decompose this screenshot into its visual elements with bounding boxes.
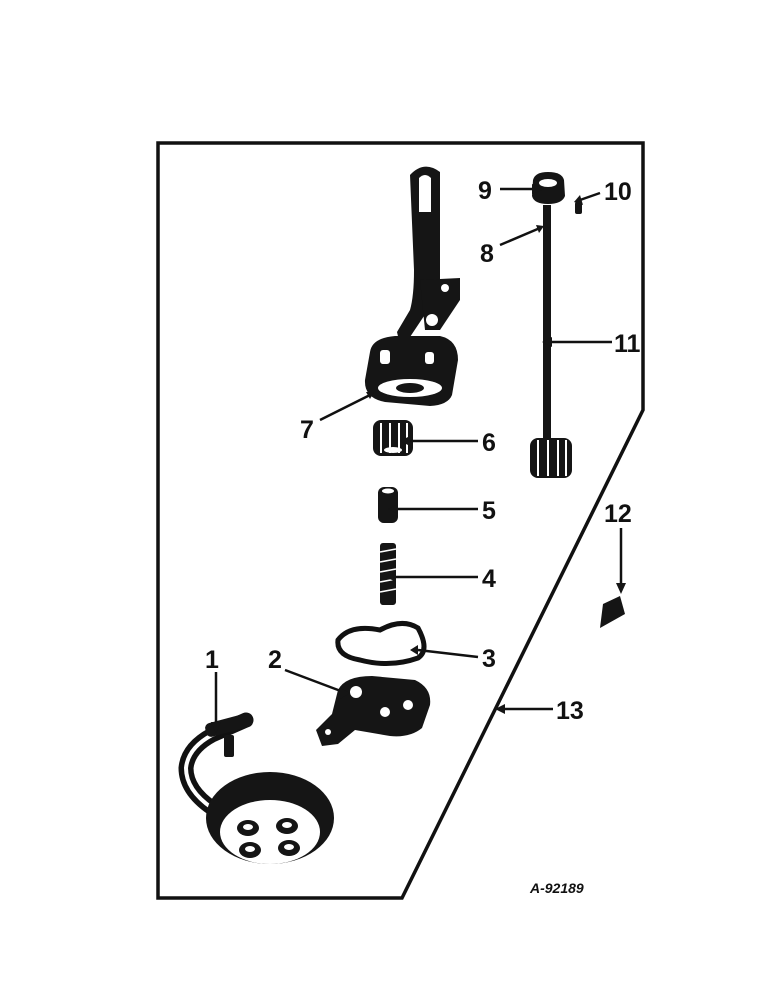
oil-screen-part-1 xyxy=(178,712,334,864)
callout-7: 7 xyxy=(300,416,314,444)
drive-shaft-part-11 xyxy=(530,205,572,478)
callout-12: 12 xyxy=(604,500,632,528)
kit-outline-panel xyxy=(156,141,645,900)
callout-9: 9 xyxy=(478,177,492,205)
callout-4: 4 xyxy=(482,565,496,593)
callout-6: 6 xyxy=(482,429,496,457)
nut-part-9 xyxy=(532,172,565,204)
gasket-part-3 xyxy=(335,621,427,666)
callout-2: 2 xyxy=(268,646,282,674)
callout-8: 8 xyxy=(480,240,494,268)
leader-lines xyxy=(214,187,623,725)
arrowheads xyxy=(211,184,626,733)
callout-5: 5 xyxy=(482,497,496,525)
callout-1: 1 xyxy=(205,646,219,674)
pin-part-10 xyxy=(575,202,582,214)
key-part-12 xyxy=(600,596,625,628)
pump-cover-part-2 xyxy=(316,676,431,746)
spring-part-4 xyxy=(379,543,397,605)
gear-part-6 xyxy=(373,420,413,456)
oil-pump-body-part-7 xyxy=(364,166,460,406)
figure-reference-number: A-92189 xyxy=(529,880,584,896)
callout-numbers: 1 2 3 4 5 6 7 8 9 10 11 12 13 xyxy=(205,177,641,725)
callout-10: 10 xyxy=(604,178,632,206)
callout-3: 3 xyxy=(482,645,496,673)
callout-11: 11 xyxy=(614,330,641,358)
callout-13: 13 xyxy=(556,697,584,725)
sleeve-part-5 xyxy=(378,487,398,523)
